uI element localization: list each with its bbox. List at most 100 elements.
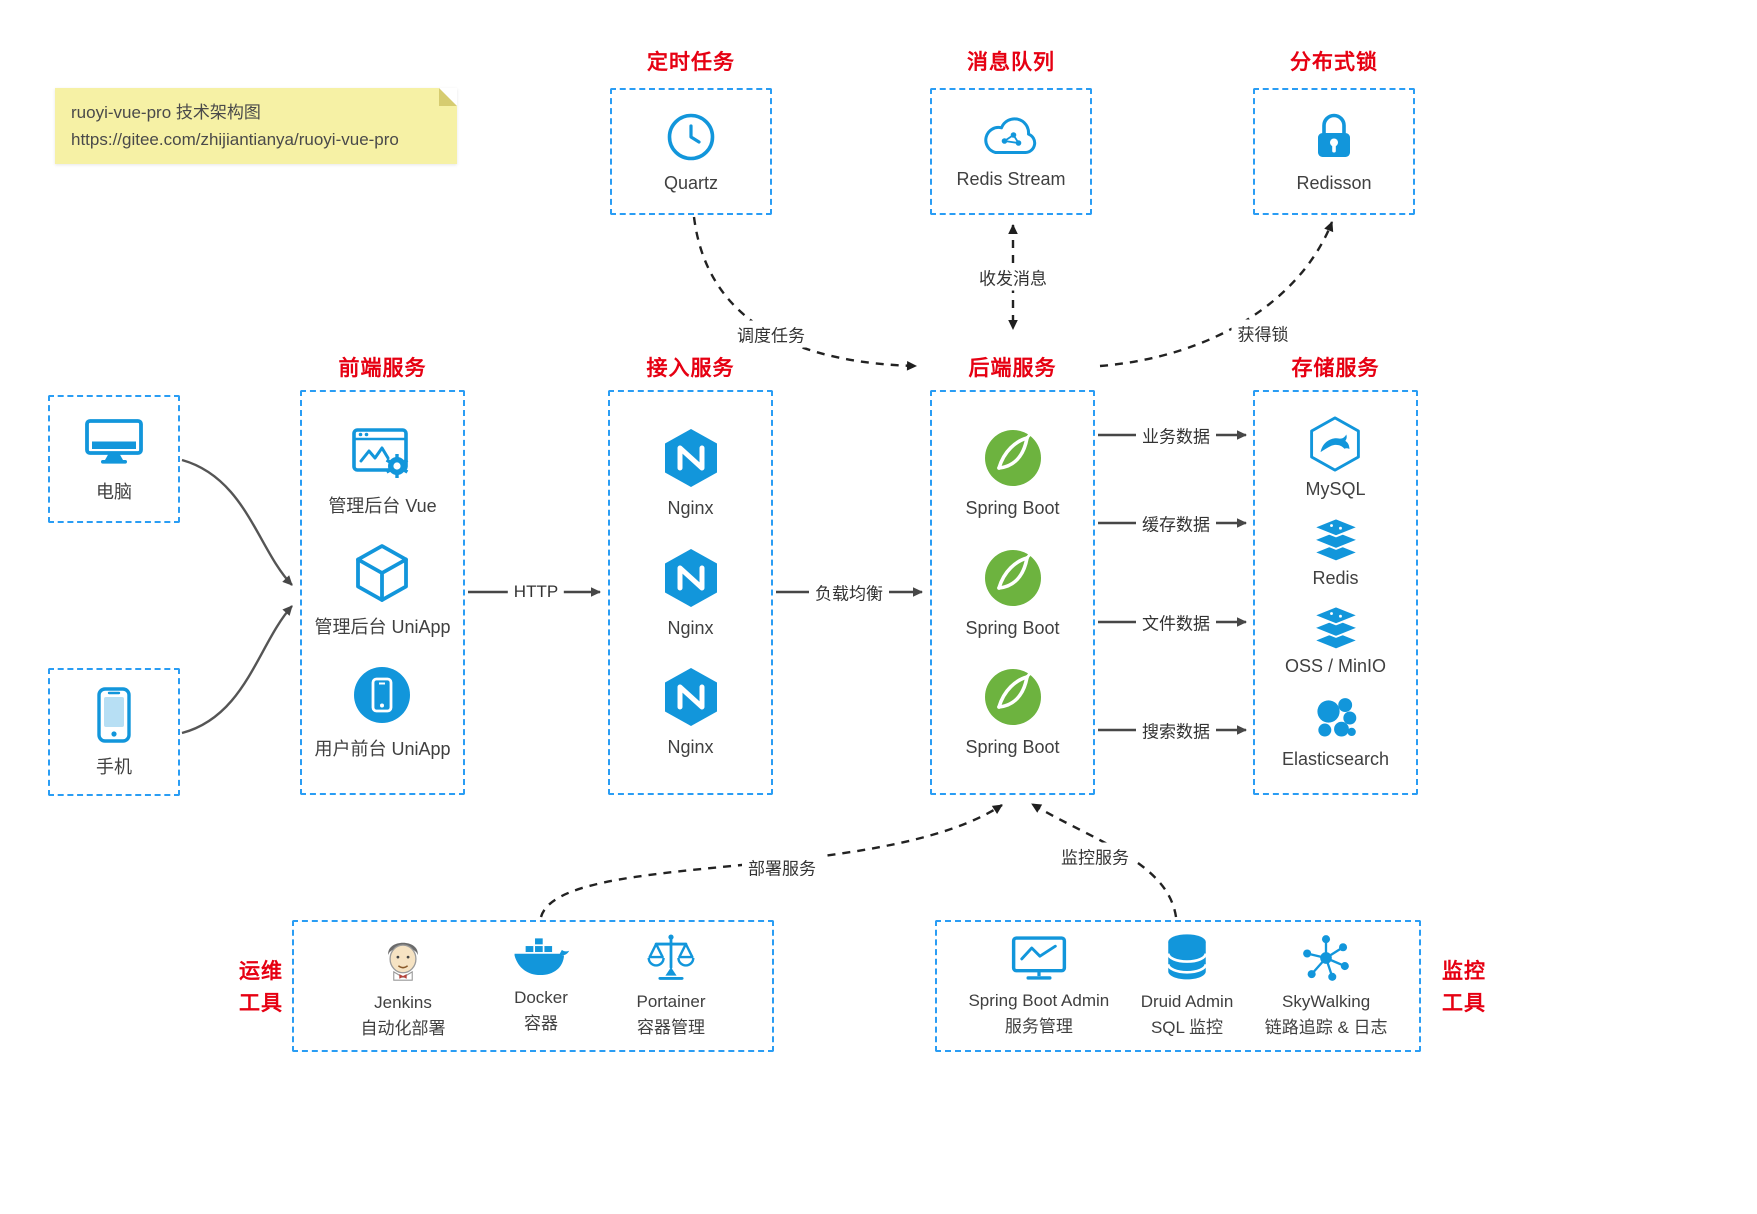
lock-title: 分布式锁 (1290, 51, 1378, 74)
edge-label-deploy-service: 部署服务 (742, 853, 822, 881)
lock-icon (1318, 113, 1350, 157)
nginx-icon (664, 429, 717, 488)
ops-node-jenkins: Jenkins 自动化部署 (361, 931, 446, 1041)
gateway-label-1: Nginx (667, 498, 714, 519)
edge-label-acquire-lock: 获得锁 (1231, 319, 1295, 347)
docker-icon (514, 938, 570, 976)
spring-boot-icon (984, 430, 1041, 487)
gateway-node-2: Nginx (662, 547, 720, 639)
gateway-node-3: Nginx (662, 666, 720, 758)
phone-label: 手机 (96, 756, 132, 777)
edge-phone-to-frontend (181, 605, 293, 735)
lock-box: Redisson (1253, 88, 1415, 215)
edge-label-load-balance: 负载均衡 (809, 578, 889, 606)
frontend-box: 管理后台 Vue 管理后台 UniApp 用户前台 UniApp (300, 390, 465, 795)
note-url: https://gitee.com/zhijiantianya/ruoyi-vu… (71, 130, 399, 150)
nginx-icon (664, 667, 717, 726)
monitoring-node-sba: Spring Boot Admin 服务管理 (968, 933, 1109, 1039)
monitoring-title-line1: 监控 (1442, 960, 1486, 983)
ops-label-jenkins-line1: Jenkins (374, 993, 432, 1013)
lock-label: Redisson (1296, 172, 1372, 193)
backend-node-2: Spring Boot (965, 547, 1060, 639)
gateway-title: 接入服务 (646, 357, 735, 380)
ops-node-portainer: Portainer 容器管理 (636, 932, 706, 1040)
ops-title-line1: 运维 (239, 960, 283, 983)
edge-label-business-data: 业务数据 (1136, 421, 1216, 449)
frontend-title: 前端服务 (338, 357, 427, 380)
skywalking-graph-icon (1303, 935, 1349, 982)
monitoring-title: 监控 工具 (1437, 956, 1491, 1019)
storage-node-es: Elasticsearch (1282, 693, 1389, 770)
storage-stack-icon (1312, 605, 1359, 651)
mq-label: Redis Stream (956, 168, 1066, 189)
storage-node-mysql: MySQL (1305, 415, 1366, 500)
monitoring-title-line2: 工具 (1442, 991, 1486, 1015)
scheduler-title: 定时任务 (647, 51, 735, 74)
monitoring-label-druid-line1: Druid Admin (1140, 992, 1234, 1012)
storage-label-redis: Redis (1312, 567, 1359, 588)
storage-node-redis: Redis (1310, 516, 1362, 589)
frontend-node-admin-uniapp: 管理后台 UniApp (314, 542, 451, 639)
edge-pc-to-frontend (181, 458, 293, 586)
storage-node-oss: OSS / MinIO (1285, 604, 1386, 677)
storage-box: MySQL Redis OSS / MinIO (1253, 390, 1418, 795)
monitoring-label-sba-line1: Spring Boot Admin (968, 991, 1110, 1011)
note-title: ruoyi-vue-pro 技术架构图 (71, 103, 261, 122)
edge-label-http: HTTP (507, 581, 565, 603)
monitoring-label-druid-line2: SQL 监控 (1150, 1018, 1224, 1037)
frontend-label-user-uniapp: 用户前台 UniApp (314, 738, 451, 759)
ops-label-docker-line2: 容器 (524, 1014, 558, 1033)
ops-label-portainer-line2: 容器管理 (636, 1018, 705, 1037)
gateway-box: Nginx Nginx Nginx (608, 390, 773, 795)
backend-box: Spring Boot Spring Boot Spring Boot (930, 390, 1095, 795)
browser-gear-icon (351, 427, 408, 478)
smartphone-icon (97, 686, 131, 743)
edge-label-schedule-task: 调度任务 (731, 320, 811, 348)
mysql-icon (1310, 416, 1361, 472)
ops-box: Jenkins 自动化部署 Docker 容器 (292, 920, 774, 1052)
redis-stack-icon (1312, 517, 1359, 562)
edge-label-search-data: 搜索数据 (1136, 716, 1216, 744)
cloud-stream-icon (984, 116, 1037, 154)
pc-box: 电脑 (48, 395, 180, 523)
monitoring-node-druid: Druid Admin SQL 监控 (1140, 932, 1234, 1040)
monitor-chart-icon (1011, 936, 1066, 980)
storage-title: 存储服务 (1291, 357, 1380, 380)
edge-label-send-receive-message: 收发消息 (973, 263, 1053, 291)
backend-title: 后端服务 (968, 357, 1057, 380)
backend-node-3: Spring Boot (965, 666, 1060, 758)
edge-label-cache-data: 缓存数据 (1136, 509, 1216, 537)
frontend-node-user-uniapp: 用户前台 UniApp (314, 664, 451, 761)
gateway-label-2: Nginx (667, 617, 714, 638)
ops-node-docker: Docker 容器 (512, 936, 570, 1036)
gateway-node-1: Nginx (662, 427, 720, 519)
scheduler-box: Quartz (610, 88, 772, 215)
ops-label-portainer-line1: Portainer (636, 992, 706, 1012)
spring-boot-icon (984, 549, 1041, 606)
storage-label-es: Elasticsearch (1281, 748, 1390, 769)
backend-label-3: Spring Boot (965, 736, 1060, 757)
ops-label-docker-line1: Docker (514, 988, 568, 1008)
elasticsearch-icon (1317, 697, 1357, 737)
ops-title-line2: 工具 (239, 991, 283, 1015)
spring-boot-icon (984, 668, 1041, 725)
edge-label-monitor-service: 监控服务 (1055, 842, 1135, 870)
storage-label-mysql: MySQL (1305, 479, 1366, 500)
ops-label-jenkins-line2: 自动化部署 (360, 1019, 446, 1038)
sticky-note: ruoyi-vue-pro 技术架构图 https://gitee.com/zh… (55, 88, 457, 165)
backend-label-1: Spring Boot (965, 498, 1060, 519)
ops-title: 运维 工具 (234, 956, 288, 1019)
storage-label-oss: OSS / MinIO (1284, 656, 1387, 677)
monitoring-label-skywalking-line2: 链路追踪 & 日志 (1264, 1018, 1388, 1037)
phone-circle-icon (354, 666, 411, 723)
nginx-icon (664, 548, 717, 607)
monitoring-label-skywalking-line1: SkyWalking (1282, 992, 1371, 1012)
monitoring-node-skywalking: SkyWalking 链路追踪 & 日志 (1265, 932, 1388, 1040)
jenkins-icon (388, 942, 418, 981)
phone-box: 手机 (48, 668, 180, 796)
edge-acquire-lock (1099, 221, 1334, 368)
clock-icon (667, 113, 715, 160)
mq-box: Redis Stream (930, 88, 1092, 215)
